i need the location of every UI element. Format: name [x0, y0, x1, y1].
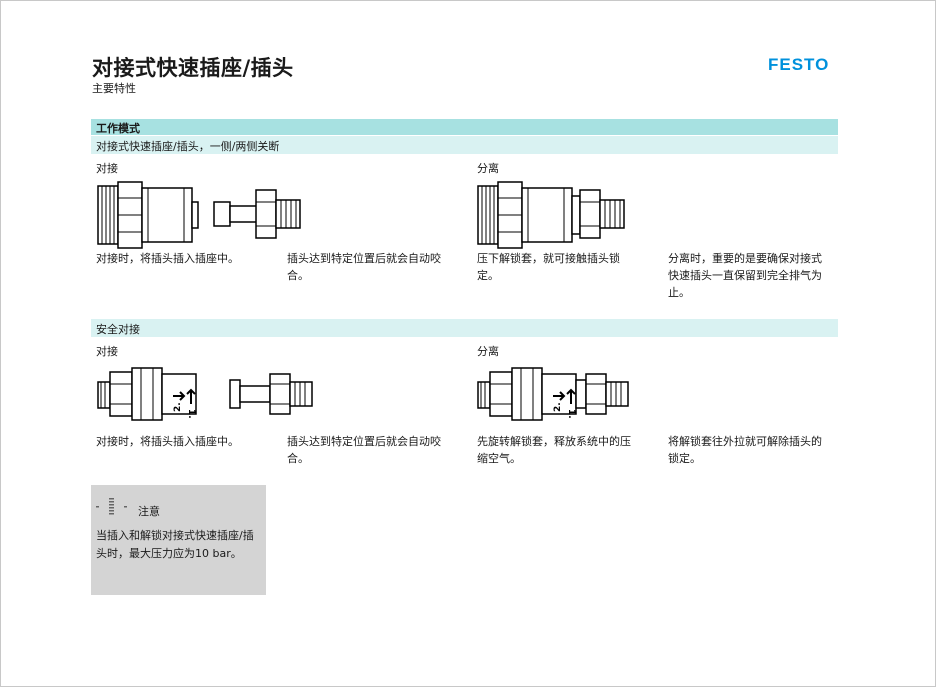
- row1-desc-exhaust: 分离时，重要的是要确保对接式快速插头一直保留到完全排气为止。: [668, 252, 822, 299]
- step1-marking: 1.: [186, 409, 196, 419]
- section-header-mode: 工作模式: [91, 119, 838, 135]
- dots-icon: [96, 498, 127, 515]
- row1-desc-connect: 对接时，将插头插入插座中。: [96, 252, 239, 265]
- coupling-socket-icon: [97, 181, 301, 249]
- section-header-safety: 安全对接: [91, 319, 838, 337]
- safety-socket-icon: 2. 1.: [97, 367, 313, 421]
- section-one-side-label: 对接式快速插座/插头，一侧/两侧关断: [96, 140, 280, 153]
- row2-desc-pull: 将解锁套往外拉就可解除插头的锁定。: [668, 435, 822, 465]
- section-mode-label: 工作模式: [96, 122, 140, 135]
- step2-marking: 2.: [173, 402, 183, 412]
- coupling-connected-icon: [477, 181, 625, 249]
- note-text: 当插入和解锁对接式快速插座/插头时，最大压力应为10 bar。: [96, 529, 254, 560]
- label-connect-1: 对接: [96, 162, 118, 175]
- row2-desc-connect: 对接时，将插头插入插座中。: [96, 435, 239, 448]
- step2-marking-2: 2.: [553, 402, 563, 412]
- row2-desc-latch: 插头达到特定位置后就会自动咬合。: [287, 435, 441, 465]
- label-disconnect-1: 分离: [477, 162, 499, 175]
- section-header-one-side: 对接式快速插座/插头，一侧/两侧关断: [91, 136, 838, 154]
- festo-logo: FESTO: [768, 55, 830, 74]
- section-safety-label: 安全对接: [96, 323, 140, 336]
- label-disconnect-2: 分离: [477, 345, 499, 358]
- row1-desc-release: 压下解锁套，就可接触插头锁定。: [477, 252, 620, 282]
- label-connect-2: 对接: [96, 345, 118, 358]
- note-box: 注意 当插入和解锁对接式快速插座/插头时，最大压力应为10 bar。: [91, 485, 266, 595]
- arrow-right-icon: [173, 391, 186, 401]
- safety-connected-icon: 2. 1.: [477, 367, 629, 421]
- note-title: 注意: [138, 505, 160, 518]
- page-subtitle: 主要特性: [92, 82, 136, 95]
- page-title: 对接式快速插座/插头: [92, 56, 294, 80]
- row2-desc-rotate: 先旋转解锁套，释放系统中的压缩空气。: [477, 435, 631, 465]
- arrow-up-icon: [186, 388, 196, 404]
- step1-marking-2: 1.: [566, 409, 576, 419]
- row1-desc-latch: 插头达到特定位置后就会自动咬合。: [287, 252, 441, 282]
